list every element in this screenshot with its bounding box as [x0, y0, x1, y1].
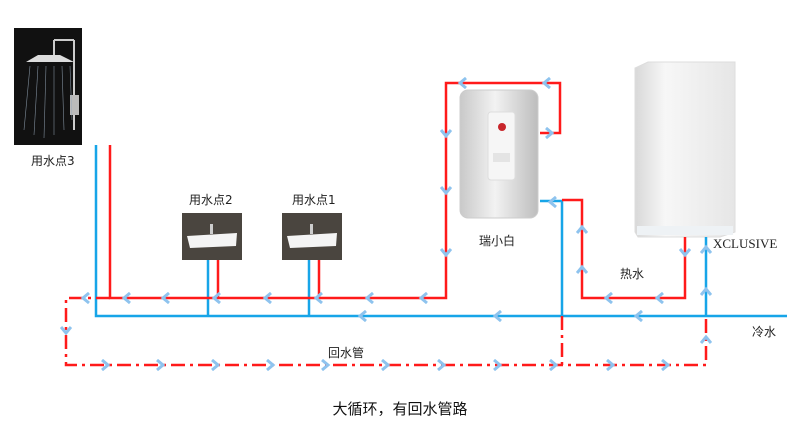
- label-point-2: 用水点2: [189, 193, 233, 207]
- sink-image-1: [282, 213, 342, 260]
- arrow-right-icon: [380, 359, 390, 371]
- water-heater-tank: [459, 89, 539, 219]
- return-pipe: [64, 296, 708, 367]
- sink-image-2: [182, 213, 242, 260]
- diagram-caption: 大循环，有回水管路: [332, 400, 468, 418]
- label-point-3: 用水点3: [31, 154, 75, 168]
- shower-image: [14, 28, 82, 145]
- boiler-xclusive: [634, 61, 736, 238]
- flow-arrows: [60, 77, 712, 371]
- label-cold-water: 冷水: [752, 325, 777, 339]
- label-return-pipe: 回水管: [328, 346, 365, 360]
- label-point-1: 用水点1: [292, 193, 336, 207]
- label-tank: 瑞小白: [479, 234, 516, 248]
- arrow-right-icon: [265, 359, 275, 371]
- label-boiler: XCLUSIVE: [713, 236, 778, 251]
- rheem-logo-icon: [498, 123, 506, 131]
- arrow-right-icon: [210, 359, 220, 371]
- label-hot-water: 热水: [620, 267, 645, 281]
